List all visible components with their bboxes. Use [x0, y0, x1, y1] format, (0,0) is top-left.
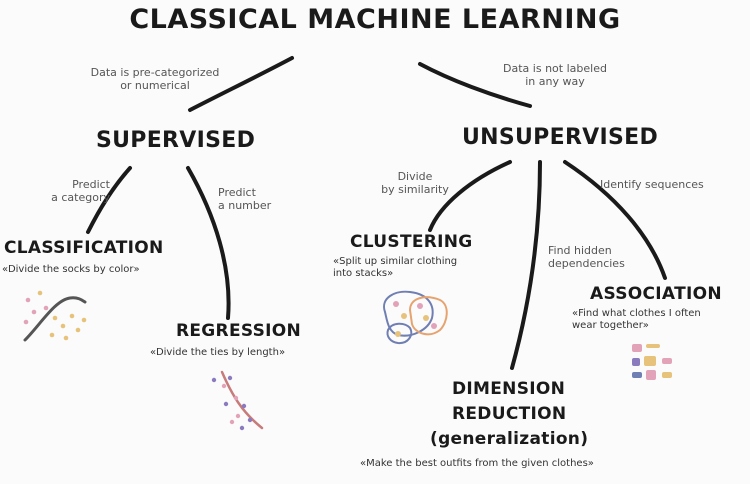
edge-unsupervised-clustering: [428, 160, 512, 232]
unsupervised-note: Data is not labeled in any way: [470, 62, 640, 88]
dimension-label-line2: REDUCTION: [452, 404, 567, 424]
association-edge-note: Identify sequences: [600, 178, 704, 191]
regression-fit-curve: [220, 370, 264, 430]
classification-desc: «Divide the socks by color»: [2, 264, 140, 275]
edge-unsupervised-dimension: [510, 160, 542, 370]
clustering-desc-text: «Split up similar clothing into stacks»: [333, 256, 458, 279]
supervised-note-text: Data is pre-categorized or numerical: [90, 66, 220, 92]
association-label: ASSOCIATION: [590, 284, 722, 304]
edge-supervised-regression: [186, 166, 231, 320]
dimension-label-line1: DIMENSION: [452, 379, 566, 399]
unsupervised-note-text: Data is not labeled in any way: [503, 62, 607, 88]
clustering-desc: «Split up similar clothing into stacks»: [333, 256, 503, 280]
association-desc: «Find what clothes I often wear together…: [572, 308, 748, 332]
cluster-blob-3: [386, 322, 413, 345]
dimension-edge-note: Find hidden dependencies: [548, 244, 658, 270]
unsupervised-label: UNSUPERVISED: [462, 125, 659, 150]
association-desc-text: «Find what clothes I often wear together…: [572, 308, 701, 331]
clustering-edge-note: Divide by similarity: [360, 170, 470, 196]
classification-edge-note-text: Predict a category: [51, 178, 110, 204]
classification-edge-note: Predict a category: [10, 178, 110, 204]
edge-supervised-classification: [86, 166, 132, 234]
edge-root-supervised: [188, 56, 294, 112]
clustering-edge-note-text: Divide by similarity: [381, 170, 449, 196]
classification-label: CLASSIFICATION: [4, 238, 164, 258]
supervised-label: SUPERVISED: [96, 128, 256, 153]
association-illustration: [632, 344, 672, 380]
clustering-illustration: [383, 290, 448, 345]
edge-unsupervised-association: [563, 160, 667, 280]
classification-illustration: [23, 290, 87, 342]
cluster-blob-2: [408, 296, 448, 336]
supervised-note: Data is pre-categorized or numerical: [60, 66, 250, 92]
edge-root-unsupervised: [418, 62, 532, 108]
regression-edge-note-text: Predict a number: [218, 186, 272, 212]
regression-edge-note: Predict a number: [218, 186, 328, 212]
dimension-label-line3: (generalization): [430, 429, 589, 449]
dimension-desc: «Make the best outfits from the given cl…: [360, 458, 594, 469]
dimension-edge-note-text: Find hidden dependencies: [548, 244, 625, 270]
regression-label: REGRESSION: [176, 321, 302, 341]
diagram-title: CLASSICAL MACHINE LEARNING: [129, 4, 621, 35]
regression-desc: «Divide the ties by length»: [150, 347, 286, 358]
cluster-blob-1: [383, 290, 434, 337]
regression-illustration: [211, 370, 264, 431]
clustering-label: CLUSTERING: [350, 232, 473, 252]
classification-boundary-curve: [23, 296, 87, 342]
